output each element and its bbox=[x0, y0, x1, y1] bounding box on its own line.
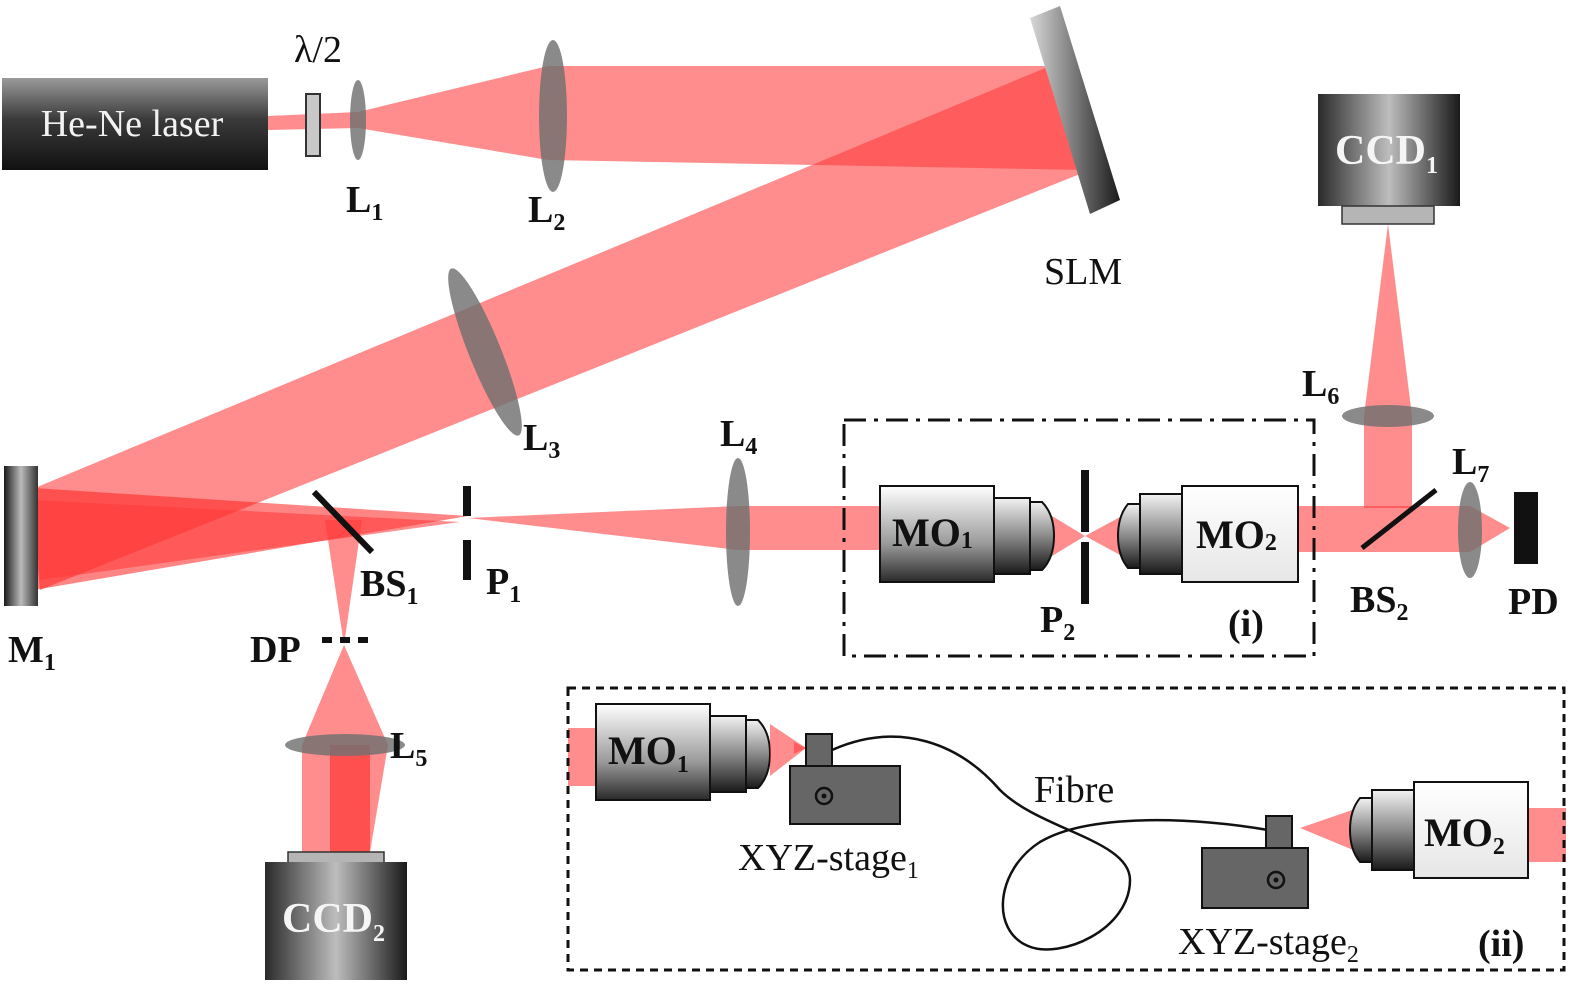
label-l3: L3 bbox=[523, 417, 560, 464]
label-ccd1: CCD1 bbox=[1335, 128, 1438, 179]
label-inset-ii: (ii) bbox=[1478, 923, 1524, 965]
pinhole-p1-top bbox=[463, 486, 471, 516]
half-wave-label: λ/2 bbox=[294, 29, 342, 71]
mirror-icon bbox=[4, 466, 38, 606]
beam-l1-to-l2 bbox=[358, 66, 548, 160]
slm-icon bbox=[1030, 6, 1120, 214]
photodiode-pd bbox=[1514, 492, 1538, 564]
beam-p1-to-l4 bbox=[468, 506, 738, 550]
objective-icon bbox=[1413, 781, 1529, 879]
label-dp: DP bbox=[250, 629, 301, 671]
label-mo1: MO1 bbox=[892, 510, 973, 555]
label-l5: L5 bbox=[390, 725, 427, 772]
label-p2: P2 bbox=[1040, 599, 1075, 646]
beam-bs1-to-dp bbox=[325, 520, 362, 645]
inset-objective-mo1: MO1 bbox=[595, 703, 772, 801]
beam-bs2-to-l6 bbox=[1364, 416, 1412, 508]
inset-mo2-nose bbox=[1348, 797, 1373, 863]
label-m1: M1 bbox=[8, 629, 56, 676]
beam-splitter-bs1 bbox=[311, 489, 375, 555]
lens-l5-icon bbox=[285, 734, 405, 756]
label-p1: P1 bbox=[486, 561, 521, 608]
label-fibre: Fibre bbox=[1034, 769, 1114, 811]
mo1-collar bbox=[993, 497, 1031, 575]
label-bs1: BS1 bbox=[360, 563, 418, 610]
beam-l5-to-ccd2-core bbox=[330, 745, 370, 852]
stage-post bbox=[1265, 815, 1293, 851]
ccd1: CCD1 bbox=[1318, 94, 1460, 225]
pinhole-p2-top bbox=[1081, 470, 1089, 532]
camera-icon bbox=[265, 862, 407, 980]
laser-label: He-Ne laser bbox=[41, 103, 224, 145]
label-l2: L2 bbox=[528, 189, 565, 236]
stage-post bbox=[805, 733, 833, 769]
ccd1-window bbox=[1341, 205, 1435, 225]
beam-inset-mo2-out bbox=[1528, 808, 1566, 862]
inset-i-box bbox=[842, 418, 1316, 658]
stage-knob-dot bbox=[821, 793, 827, 799]
label-l1: L1 bbox=[346, 179, 383, 226]
stage-knob bbox=[814, 786, 834, 806]
objective-mo1: MO1 bbox=[879, 485, 1056, 583]
inset-objective-mo2: MO2 bbox=[1348, 781, 1529, 879]
objective-mo2: MO2 bbox=[1116, 485, 1299, 583]
mo2-collar bbox=[1139, 493, 1183, 575]
label-bs2: BS2 bbox=[1350, 579, 1408, 626]
beam-mo1-focus bbox=[1052, 516, 1085, 556]
stage-knob bbox=[1266, 870, 1286, 890]
objective-icon bbox=[1181, 485, 1299, 583]
beam-splitter-bs2 bbox=[1360, 488, 1438, 550]
beam-l6-to-ccd1 bbox=[1364, 224, 1412, 416]
lens-l1-icon bbox=[350, 80, 366, 160]
xyz-stage-2 bbox=[1201, 815, 1309, 909]
beam-slm-to-m1 bbox=[30, 66, 1090, 590]
beam-inset-mo1-focus bbox=[770, 724, 806, 776]
label-inset-i: (i) bbox=[1228, 603, 1264, 645]
beam-inset-mo2-focus bbox=[1300, 808, 1358, 852]
label-l7: L7 bbox=[1452, 441, 1489, 488]
beam-mo2-focus bbox=[1085, 516, 1122, 556]
camera-icon bbox=[1318, 94, 1460, 206]
stage-knob-dot bbox=[1273, 877, 1279, 883]
laser-icon bbox=[2, 78, 268, 170]
pinhole-p1-bottom bbox=[463, 540, 471, 580]
label-slm: SLM bbox=[1044, 251, 1122, 293]
stage-icon bbox=[789, 765, 901, 825]
lens-l2-icon bbox=[539, 40, 567, 192]
half-wave-plate bbox=[305, 93, 321, 157]
lens-l3-icon bbox=[448, 268, 522, 436]
beam-paths bbox=[30, 66, 1566, 862]
label-inset-mo2: MO2 bbox=[1424, 810, 1505, 860]
label-l4: L4 bbox=[720, 413, 757, 460]
lens-l4-icon bbox=[726, 458, 750, 606]
lens-l6-icon bbox=[1342, 405, 1434, 427]
inset-mo1-collar bbox=[709, 715, 747, 793]
ccd2: CCD2 bbox=[265, 851, 407, 980]
label-mo2: MO2 bbox=[1196, 512, 1277, 557]
label-stage2: XYZ-stage2 bbox=[1178, 921, 1359, 968]
label-stage1: XYZ-stage1 bbox=[738, 837, 919, 884]
inset-mo2-collar bbox=[1371, 789, 1415, 871]
mo2-nose bbox=[1116, 503, 1141, 569]
pinhole-p2-bottom bbox=[1081, 542, 1089, 604]
inset-ii-box bbox=[566, 686, 1566, 972]
label-inset-mo1: MO1 bbox=[608, 728, 689, 778]
lens-l7-icon bbox=[1458, 482, 1482, 578]
inset-mo1-nose bbox=[745, 719, 772, 789]
fibre-icon bbox=[831, 735, 1269, 951]
label-ccd2: CCD2 bbox=[282, 896, 385, 947]
beam-dp-to-l5 bbox=[302, 645, 388, 745]
beam-l4-to-mo1 bbox=[738, 506, 880, 550]
mo1-nose bbox=[1029, 501, 1056, 571]
stage-icon bbox=[1201, 847, 1309, 909]
beam-inset-mo1-in bbox=[568, 728, 597, 786]
laser: He-Ne laser bbox=[2, 78, 268, 170]
label-l6: L6 bbox=[1302, 363, 1339, 410]
xyz-stage-1 bbox=[789, 733, 901, 825]
label-pd: PD bbox=[1508, 581, 1559, 623]
